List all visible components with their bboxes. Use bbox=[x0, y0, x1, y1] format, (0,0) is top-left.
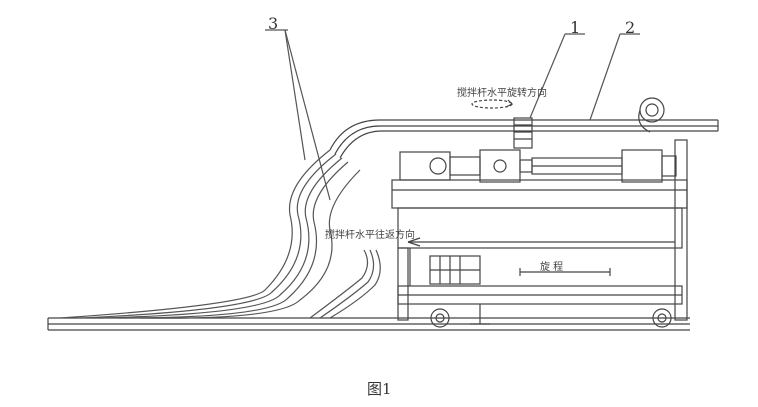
ground-rail bbox=[47, 317, 690, 331]
right-wheel bbox=[652, 308, 672, 328]
left-wheel bbox=[430, 308, 450, 328]
label-2: 2 bbox=[625, 18, 636, 37]
annotation-reciprocating-direction: 搅拌杆水平往返方向 bbox=[325, 230, 415, 241]
drive-assembly bbox=[399, 117, 677, 183]
figure-caption: 图1 bbox=[367, 380, 392, 398]
frame bbox=[391, 139, 688, 321]
rotating-head bbox=[638, 97, 665, 133]
annotation-stroke: 旋 程 bbox=[540, 262, 564, 273]
leader-lines bbox=[265, 29, 640, 201]
top-plate bbox=[329, 119, 719, 159]
label-3: 3 bbox=[268, 14, 279, 33]
hose-bundle bbox=[59, 149, 381, 319]
annotation-horizontal-rotation: 搅拌杆水平旋转方向 bbox=[457, 88, 547, 99]
wheels bbox=[430, 304, 672, 328]
rotation-arrow bbox=[471, 99, 514, 109]
label-1: 1 bbox=[570, 18, 581, 37]
